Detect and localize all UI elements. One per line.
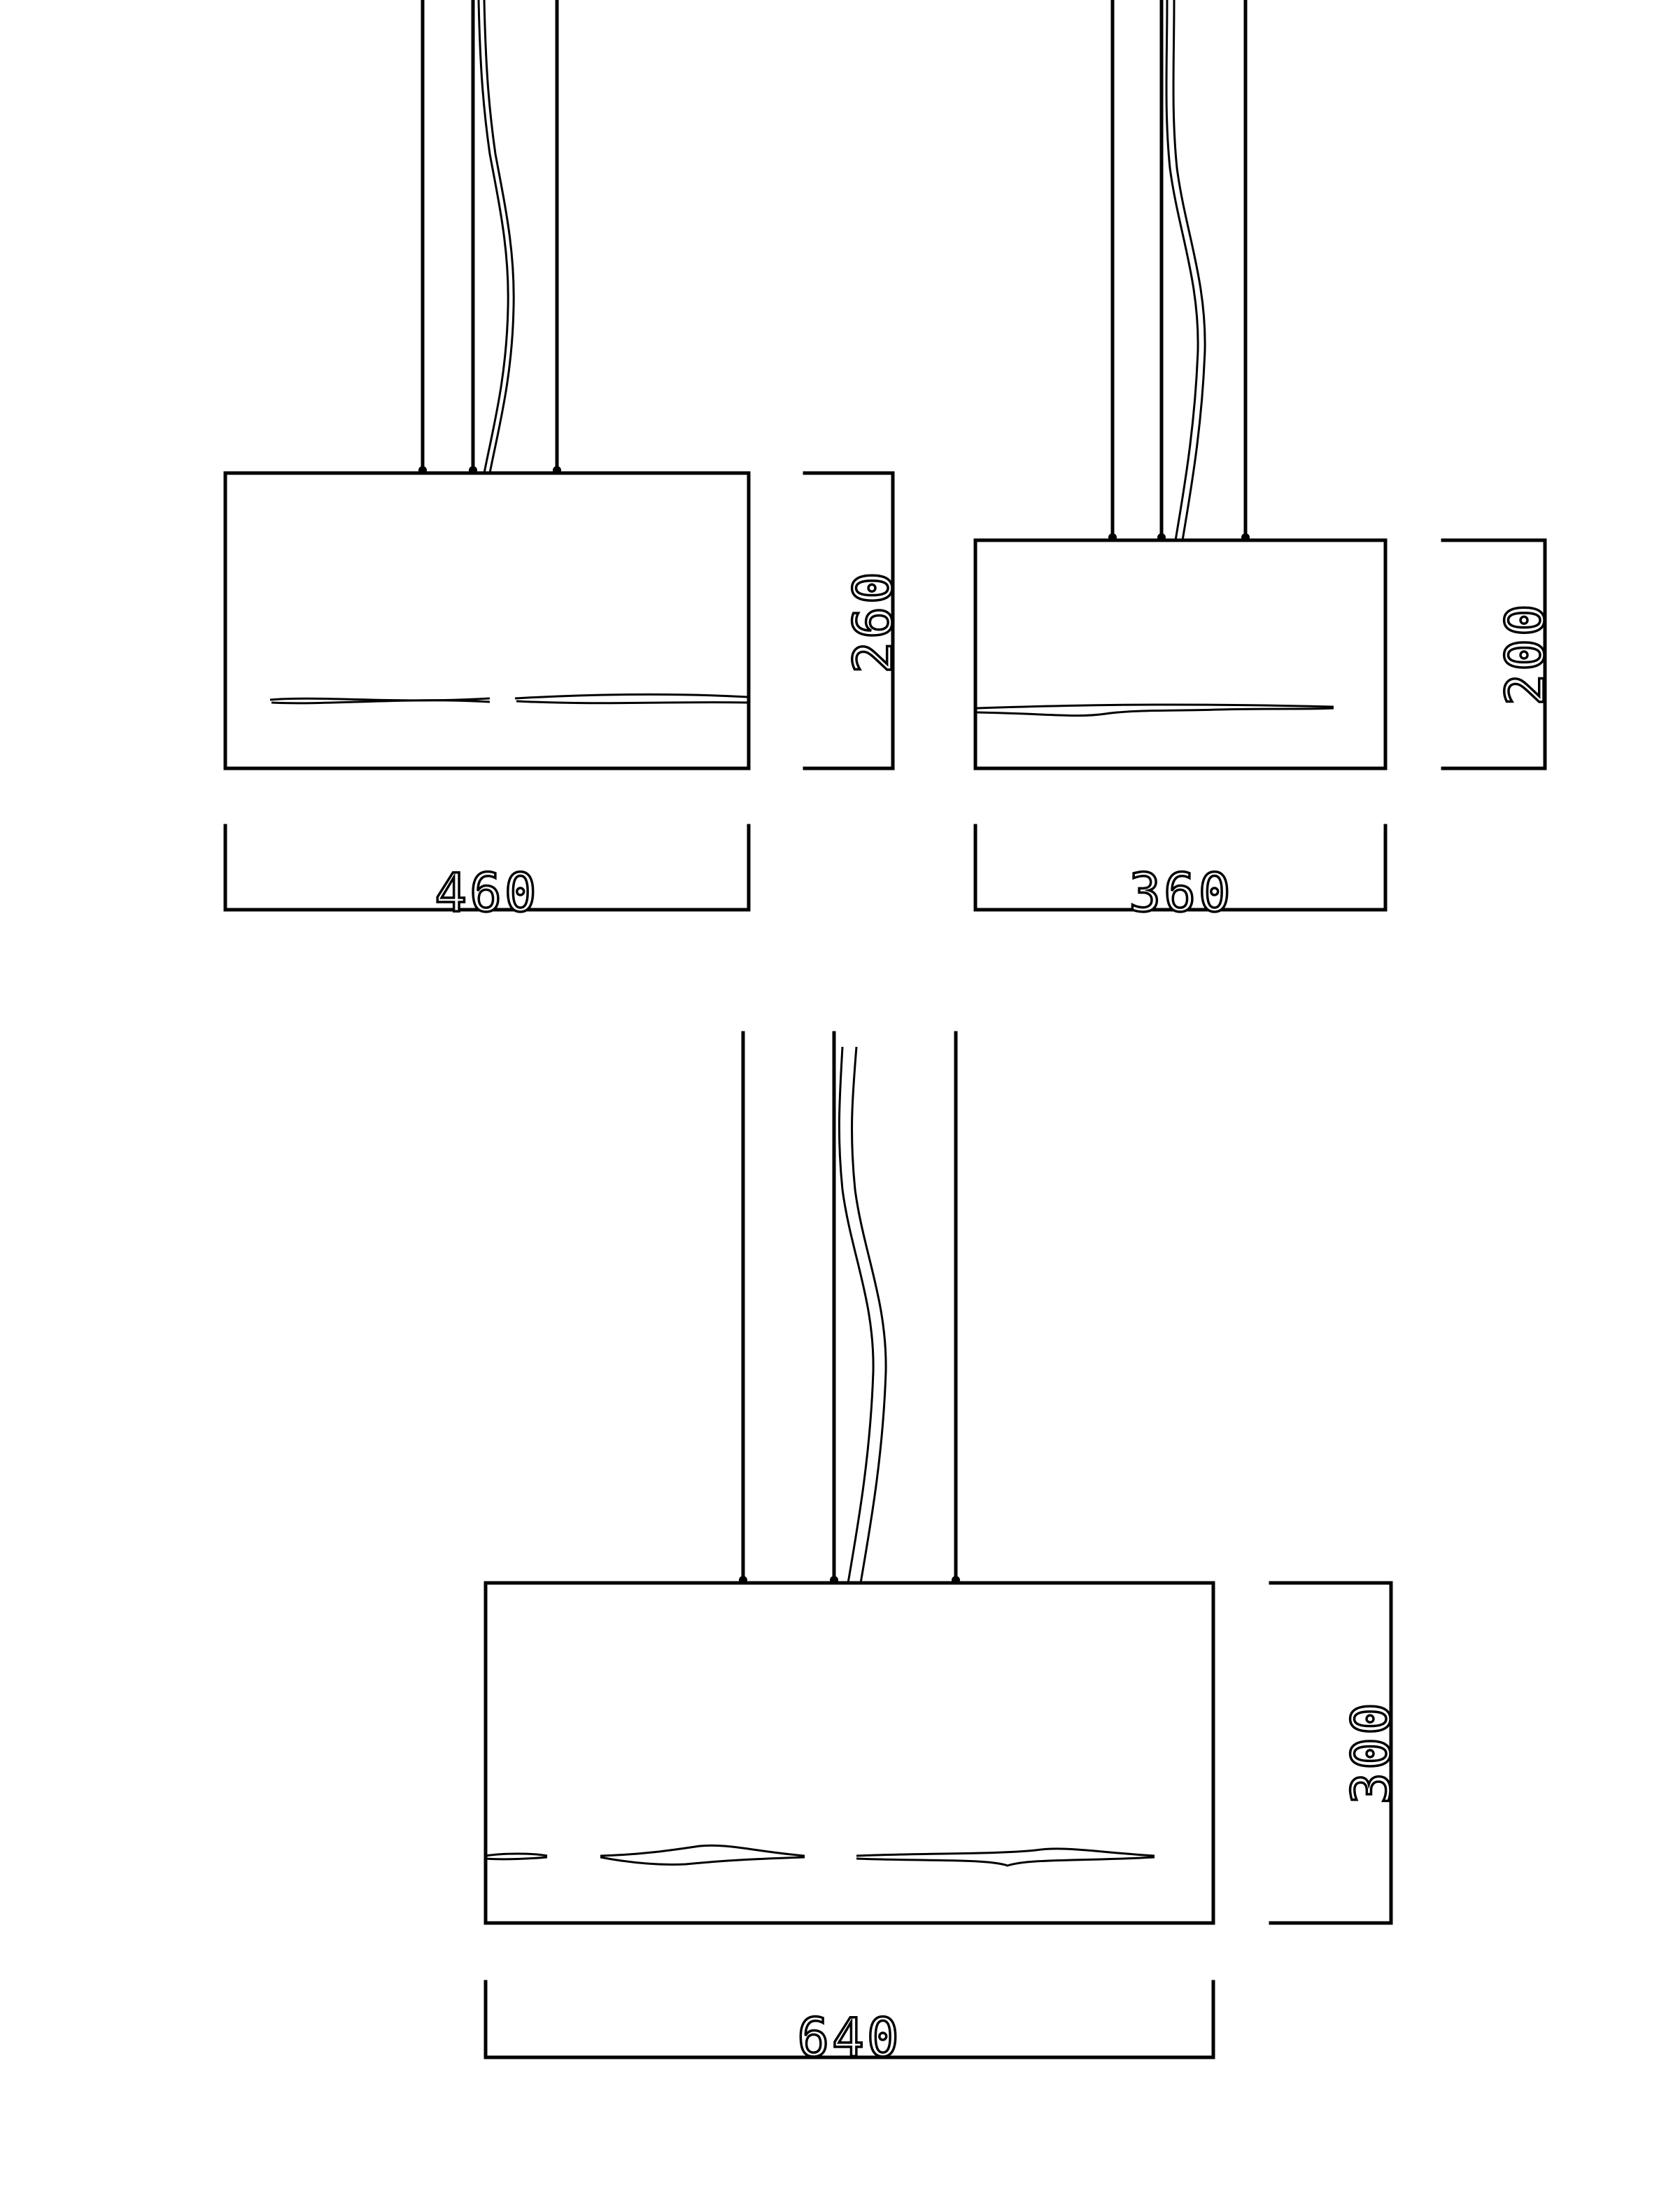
light-slit — [485, 1852, 548, 1857]
power-cable — [1165, 0, 1199, 541]
width-dimension — [223, 824, 751, 912]
power-cable — [1172, 0, 1206, 541]
dimension-label-height: 200 — [1494, 601, 1556, 705]
light-slit — [514, 693, 748, 700]
power-cable — [483, 0, 515, 474]
lamp-shade — [973, 538, 1388, 770]
width-dimension — [483, 1980, 1215, 2059]
lamp-elevation-medium: 460 260 — [223, 0, 905, 925]
lamp-shade — [223, 471, 751, 770]
power-cable — [838, 1046, 875, 1584]
lamp-elevation-large: 640 300 — [483, 1031, 1404, 2070]
light-slit — [976, 703, 1334, 710]
light-slit — [856, 1847, 1155, 1857]
power-cable — [477, 0, 509, 474]
width-dimension — [973, 824, 1388, 912]
power-cable — [851, 1046, 887, 1584]
height-dimension — [803, 471, 895, 770]
dimension-label-width: 640 — [797, 2006, 901, 2069]
dimension-label-height: 300 — [1340, 1700, 1402, 1804]
dimension-label-width: 460 — [435, 861, 539, 924]
light-slit — [600, 1844, 805, 1857]
height-dimension — [1269, 1581, 1393, 1925]
height-dimension — [1441, 538, 1547, 770]
dimension-label-height: 260 — [842, 569, 904, 673]
dimension-label-width: 360 — [1129, 861, 1233, 924]
lamp-shade — [483, 1581, 1215, 1925]
lamp-elevation-small: 360 200 — [973, 0, 1558, 925]
